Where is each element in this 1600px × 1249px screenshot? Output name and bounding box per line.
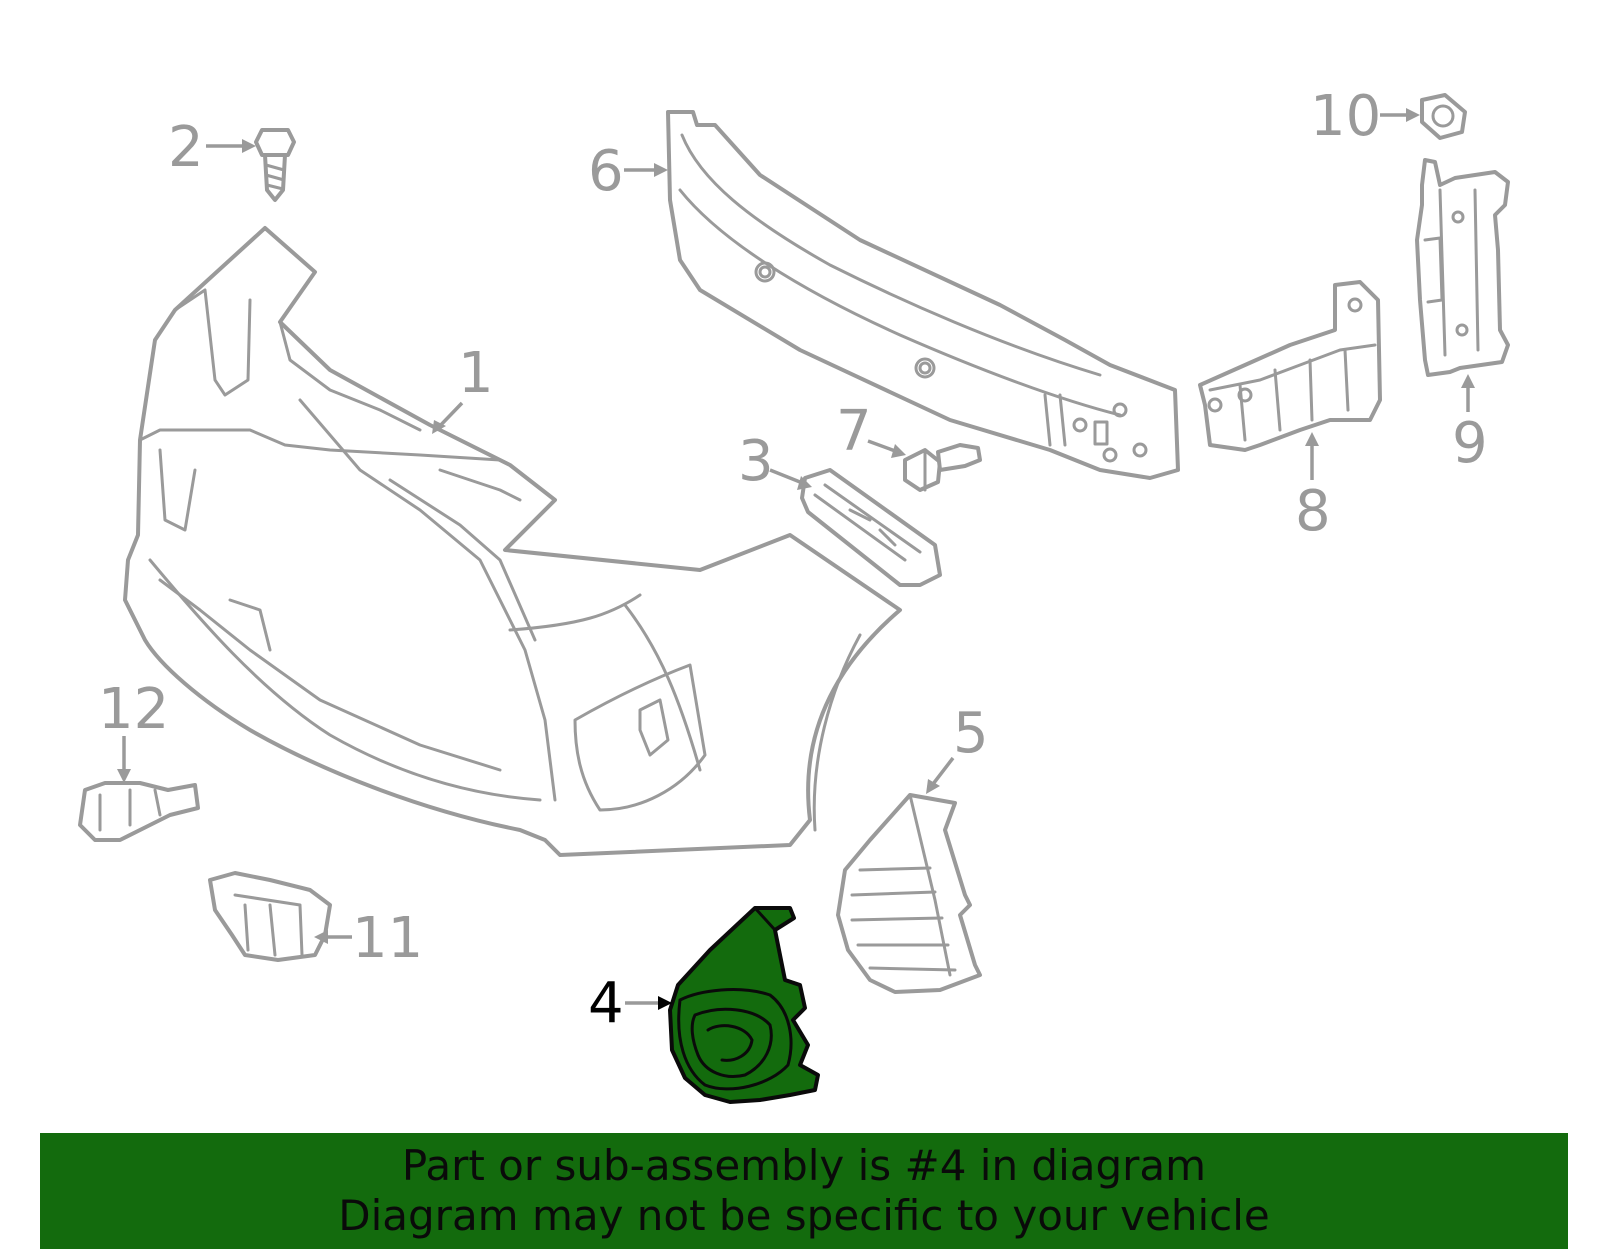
banner-line-part-number: Part or sub-assembly is #4 in diagram: [401, 1141, 1207, 1190]
callout-6: 6: [588, 139, 624, 204]
callout-8: 8: [1295, 479, 1331, 544]
callout-5: 5: [953, 701, 989, 766]
callout-9: 9: [1452, 411, 1488, 476]
info-banner: Part or sub-assembly is #4 in diagram Di…: [40, 1133, 1568, 1249]
part-3-bracket[interactable]: [800, 468, 942, 587]
part-2-bolt[interactable]: [254, 128, 296, 202]
part-7-clip[interactable]: [903, 443, 982, 492]
leader-7: [867, 439, 899, 454]
callout-1: 1: [458, 341, 494, 406]
part-10-nut[interactable]: [1420, 93, 1467, 140]
callout-3: 3: [738, 429, 774, 494]
part-9-side-bracket[interactable]: [1415, 158, 1510, 377]
part-5-side-grille[interactable]: [836, 793, 982, 994]
part-6-reinforcement[interactable]: [666, 110, 1180, 480]
part-4-fog-lamp-bezel-highlighted[interactable]: [668, 906, 820, 1104]
callout-12: 12: [98, 677, 169, 742]
leader-3: [769, 468, 806, 486]
part-1-bumper-cover[interactable]: [123, 226, 902, 857]
callout-2: 2: [168, 115, 204, 180]
part-11-clip[interactable]: [208, 871, 332, 962]
callout-11: 11: [352, 906, 423, 971]
callout-4: 4: [588, 971, 624, 1036]
callout-7: 7: [836, 399, 872, 464]
part-12-clip[interactable]: [78, 781, 200, 842]
banner-line-disclaimer: Diagram may not be specific to your vehi…: [338, 1191, 1270, 1240]
callout-10: 10: [1310, 84, 1381, 149]
part-8-mount-bracket[interactable]: [1198, 280, 1382, 452]
